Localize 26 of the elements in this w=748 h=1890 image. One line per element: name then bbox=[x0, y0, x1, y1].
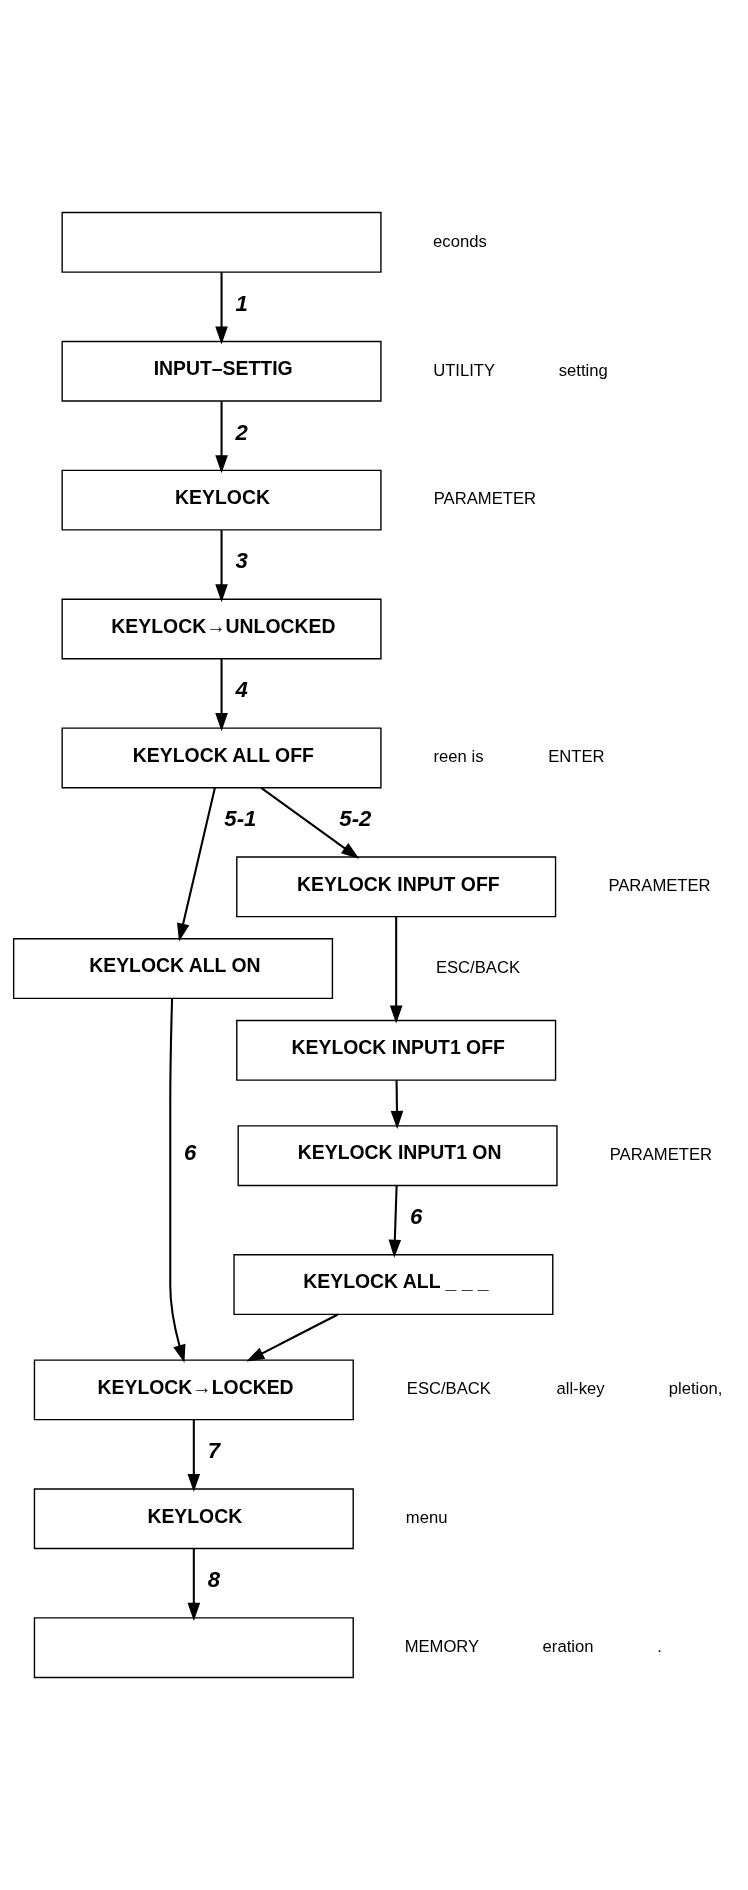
label: PARAMETER bbox=[609, 1144, 712, 1164]
label: ENTER bbox=[548, 747, 605, 767]
label: ESC/BACK bbox=[435, 957, 520, 977]
label: MEMORY bbox=[404, 1636, 480, 1656]
edge-label: 7 bbox=[207, 1438, 221, 1464]
label: UTILITY bbox=[433, 360, 496, 380]
edge-label: 4 bbox=[235, 677, 248, 703]
label: all-key bbox=[556, 1379, 605, 1399]
edge-label: 3 bbox=[235, 548, 248, 574]
edge-label: 8 bbox=[207, 1567, 221, 1593]
edge-label: 5-2 bbox=[339, 806, 372, 832]
label: PARAMETER bbox=[608, 876, 711, 896]
label: menu bbox=[405, 1508, 448, 1528]
edge-label: 1 bbox=[235, 290, 248, 316]
edge-label: 2 bbox=[235, 419, 248, 445]
label: ESC/BACK bbox=[406, 1379, 491, 1399]
label: pletion, bbox=[668, 1379, 723, 1399]
label: . bbox=[657, 1636, 662, 1656]
label: reen is bbox=[433, 747, 484, 767]
edge-label: 6 bbox=[410, 1203, 423, 1229]
label: setting bbox=[558, 360, 608, 380]
label: PARAMETER bbox=[433, 489, 536, 509]
edge-label: 5-1 bbox=[224, 806, 257, 832]
label: eration bbox=[542, 1636, 594, 1656]
label: econds bbox=[433, 231, 487, 251]
edge-label: 6 bbox=[184, 1139, 197, 1165]
